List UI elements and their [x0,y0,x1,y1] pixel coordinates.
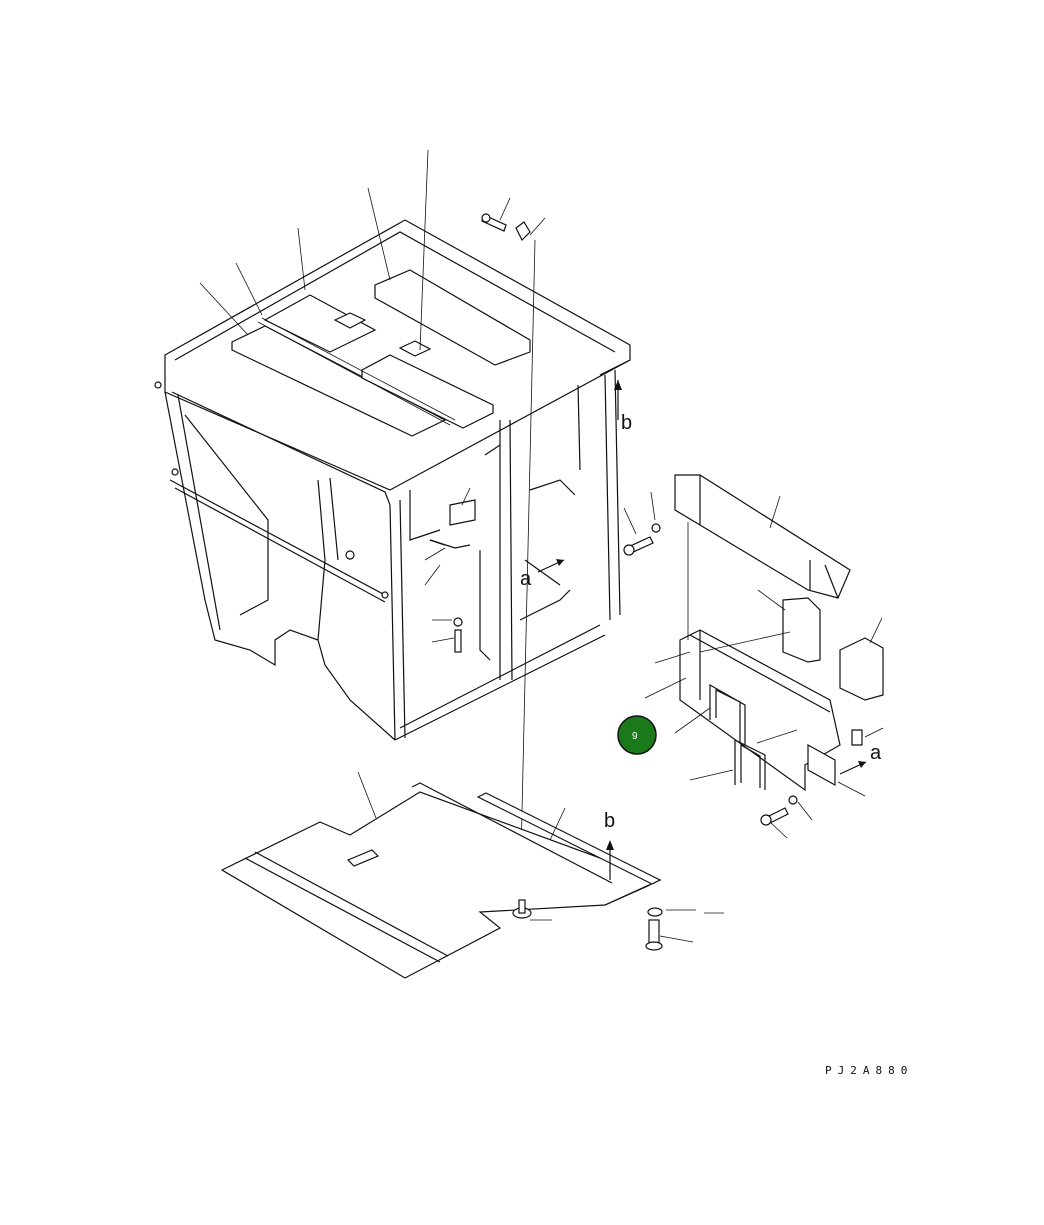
floor-leader-lines [357,771,724,943]
top-clip [515,221,531,242]
highlight-callout-circle[interactable] [617,715,657,755]
floor-fasteners [512,899,663,951]
highlight-callout[interactable]: 9 [617,715,657,755]
highlight-callout-label: 9 [632,731,638,742]
top-bolt [481,213,507,232]
rear-cover-assembly [623,474,884,826]
view-labels: a a b b [520,412,882,832]
view-label-a-upper: a [520,568,532,590]
view-label-a-right: a [870,742,882,764]
drawing-code: PJ2A880 [825,1064,913,1077]
floor-mat [220,782,662,979]
view-arrows [537,380,867,880]
cab-assembly [154,219,631,741]
cover-leader-lines [623,491,884,839]
view-label-b-lower: b [604,810,615,832]
view-label-b-upper: b [621,412,632,434]
cab-leader-lines [199,149,546,901]
